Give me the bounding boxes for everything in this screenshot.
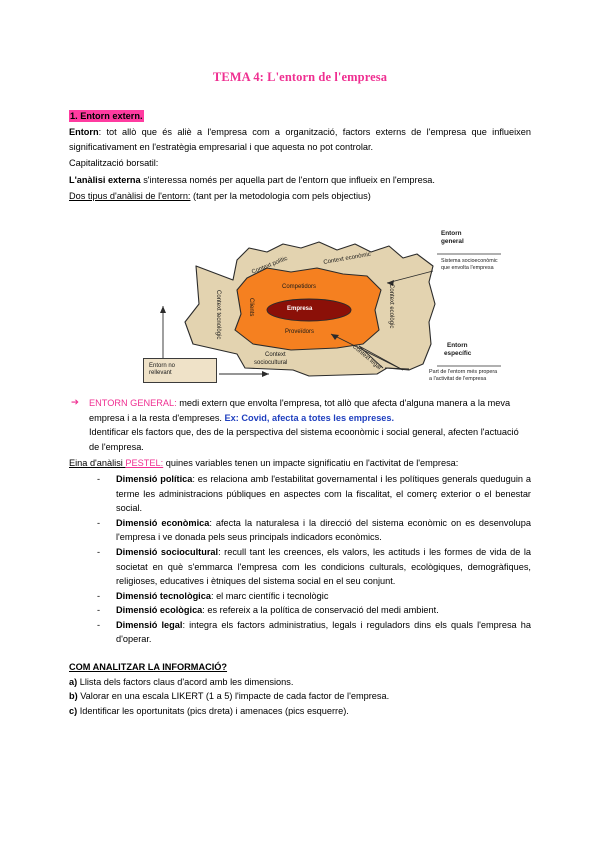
pestel-intro-line: Eina d'anàlisi PESTEL: quines variables … <box>69 456 531 471</box>
dos-tipus-underlined: Dos tipus d'anàlisi de l'entorn: <box>69 191 191 202</box>
entorn-general-text: medi extern que envolta l'empresa, tot a… <box>89 397 511 423</box>
diagram-label-context-sociocultural-2: sociocultural <box>254 359 288 366</box>
diagram-label-empresa: Empresa <box>287 305 313 312</box>
entorn-definition-paragraph: Entorn: tot allò que és aliè a l'empresa… <box>69 125 531 154</box>
dimension-label: Dimensió legal <box>116 619 183 630</box>
com-analitzar-item-b: b) Valorar en una escala LIKERT (1 a 5) … <box>69 689 531 704</box>
analisi-externa-label: L'anàlisi externa <box>69 174 141 185</box>
list-item: Dimensió política: es relaciona amb l'es… <box>69 472 531 516</box>
pestel-tool-label: Eina d'anàlisi <box>69 458 126 469</box>
item-text: Identificar les oportunitats (pics dreta… <box>77 705 349 716</box>
dimension-label: Dimensió tecnològica <box>116 590 211 601</box>
section-heading-entorn-extern: 1. Entorn extern. <box>69 110 531 123</box>
dimension-text: : recull tant les creences, els valors, … <box>116 546 532 587</box>
com-analitzar-item-c: c) Identificar les oportunitats (pics dr… <box>69 704 531 719</box>
pestel-tool-text: quines variables tenen un impacte signif… <box>163 458 459 469</box>
diagram-box-entorn-no-rellevant: Entorn no rellevant <box>143 357 217 383</box>
pestel-tool-acronym: PESTEL: <box>125 458 164 469</box>
diagram-label-context-sociocultural-1: Context <box>265 351 286 358</box>
diagram-svg <box>160 241 501 377</box>
dimension-text: : integra els factors administratius, le… <box>116 619 532 645</box>
dimension-label: Dimensió ecològica <box>116 605 203 616</box>
entorn-definition-label: Entorn <box>69 127 99 137</box>
dimension-text: : afecta la naturalesa i la direcció del… <box>116 517 531 543</box>
diagram-callout-general-desc: Sistema socioeconòmic que envolta l'empr… <box>441 257 498 271</box>
section-heading-highlight: 1. Entorn extern. <box>69 110 144 122</box>
diagram-container: Context polític Context econòmic Context… <box>69 218 531 386</box>
capitalitzacio-line: Capitalització borsatil: <box>69 158 159 169</box>
item-marker: a) <box>69 676 78 687</box>
diagram-callout-especific-title-1: Entorn <box>447 341 468 349</box>
dimension-label: Dimensió sociocultural <box>116 546 219 557</box>
list-item: Dimensió legal: integra els factors admi… <box>69 618 531 647</box>
diagram-callout-general-title-1: Entorn <box>441 229 462 237</box>
diagram-callout-general-title-2: general <box>441 237 464 245</box>
list-item: Dimensió ecològica: es refereix a la pol… <box>69 603 531 618</box>
diagram-label-context-tecnologic: Context tecnològic <box>215 289 221 340</box>
item-marker: b) <box>69 691 78 702</box>
item-text: Valorar en una escala LIKERT (1 a 5) l'i… <box>77 691 390 702</box>
entorn-general-example: Ex: Covid, afecta a totes les empreses. <box>224 412 395 423</box>
diagram-callout-especific-title-2: específic <box>444 349 472 357</box>
entorn-general-label: ENTORN GENERAL: <box>89 397 177 408</box>
page-title: TEMA 4: L'entorn de l'empresa <box>212 70 388 84</box>
entorn-empresa-diagram: Context polític Context econòmic Context… <box>141 218 501 386</box>
analisi-externa-line: L'anàlisi externa s'interessa només per … <box>69 173 531 188</box>
diagram-label-clients: Clients <box>248 297 254 317</box>
dimension-label: Dimensió política <box>116 473 193 484</box>
com-analitzar-heading: COM ANALITZAR LA INFORMACIÓ? <box>69 662 228 673</box>
list-item: Dimensió tecnològica: el marc científic … <box>69 589 531 604</box>
dimension-text: : es relaciona amb l'estabilitat governa… <box>116 473 531 514</box>
list-item: Dimensió sociocultural: recull tant les … <box>69 545 531 589</box>
com-analitzar-item-a: a) Llista dels factors claus d'acord amb… <box>69 675 531 690</box>
diagram-label-context-ecologic: Context ecològic <box>388 283 394 329</box>
dos-tipus-rest: (tant per la metodologia com pels object… <box>190 191 371 202</box>
diagram-box-line-1: Entorn no <box>149 362 176 369</box>
diagram-label-competidors: Competidors <box>282 283 317 290</box>
diagram-label-proveidors: Proveïdors <box>285 328 315 335</box>
list-item: Dimensió econòmica: afecta la naturalesa… <box>69 516 531 545</box>
arrow-bullet-icon: ➔ <box>71 396 79 408</box>
item-marker: c) <box>69 705 78 716</box>
item-text: Llista dels factors claus d'acord amb le… <box>77 676 294 687</box>
entorn-general-followup: Identificar els factors que, des de la p… <box>89 427 519 452</box>
pestel-dimension-list: Dimensió política: es relaciona amb l'es… <box>69 472 531 647</box>
analisi-externa-text: s'interessa només per aquella part de l'… <box>140 174 435 185</box>
diagram-box-line-2: rellevant <box>149 370 172 377</box>
diagram-callout-especific-desc: Part de l'entorn més propera a l'activit… <box>429 368 498 382</box>
dimension-text: : el marc científic i tecnològic <box>210 590 329 601</box>
entorn-definition-text: : tot allò que és aliè a l'empresa com a… <box>69 127 531 152</box>
document-content: TEMA 4: L'entorn de l'empresa 1. Entorn … <box>69 0 531 718</box>
dos-tipus-line: Dos tipus d'anàlisi de l'entorn: (tant p… <box>69 189 531 204</box>
entorn-general-block: ➔ ENTORN GENERAL: medi extern que envolt… <box>69 396 531 454</box>
dimension-text: : es refereix a la política de conservac… <box>202 605 439 616</box>
com-analitzar-block: COM ANALITZAR LA INFORMACIÓ? a) Llista d… <box>69 660 531 718</box>
dimension-label: Dimensió econòmica <box>116 517 210 528</box>
